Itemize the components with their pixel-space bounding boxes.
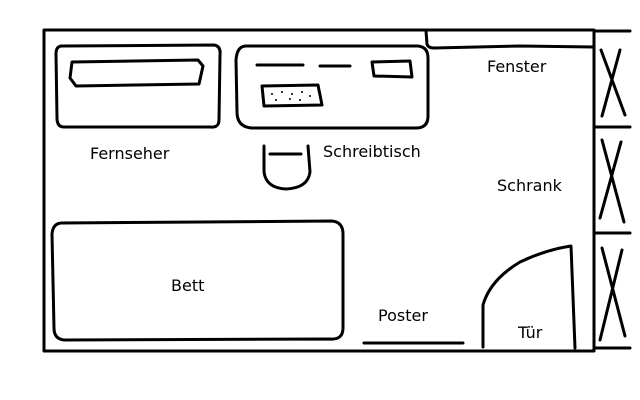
label-wardrobe: Schrank — [497, 176, 563, 195]
label-window: Fenster — [487, 57, 547, 76]
keyboard — [260, 83, 324, 108]
door — [481, 244, 577, 350]
wardrobe — [592, 29, 632, 350]
room-walls — [42, 28, 596, 353]
tv-stand — [54, 43, 222, 129]
bed — [50, 219, 345, 342]
label-door: Tür — [517, 323, 543, 342]
chair — [262, 144, 312, 191]
desk — [234, 44, 430, 130]
window — [424, 29, 596, 50]
label-desk: Schreibtisch — [323, 142, 421, 161]
label-poster: Poster — [378, 306, 428, 325]
label-bed: Bett — [171, 276, 204, 295]
tv — [68, 58, 205, 88]
label-tv: Fernseher — [90, 144, 170, 163]
